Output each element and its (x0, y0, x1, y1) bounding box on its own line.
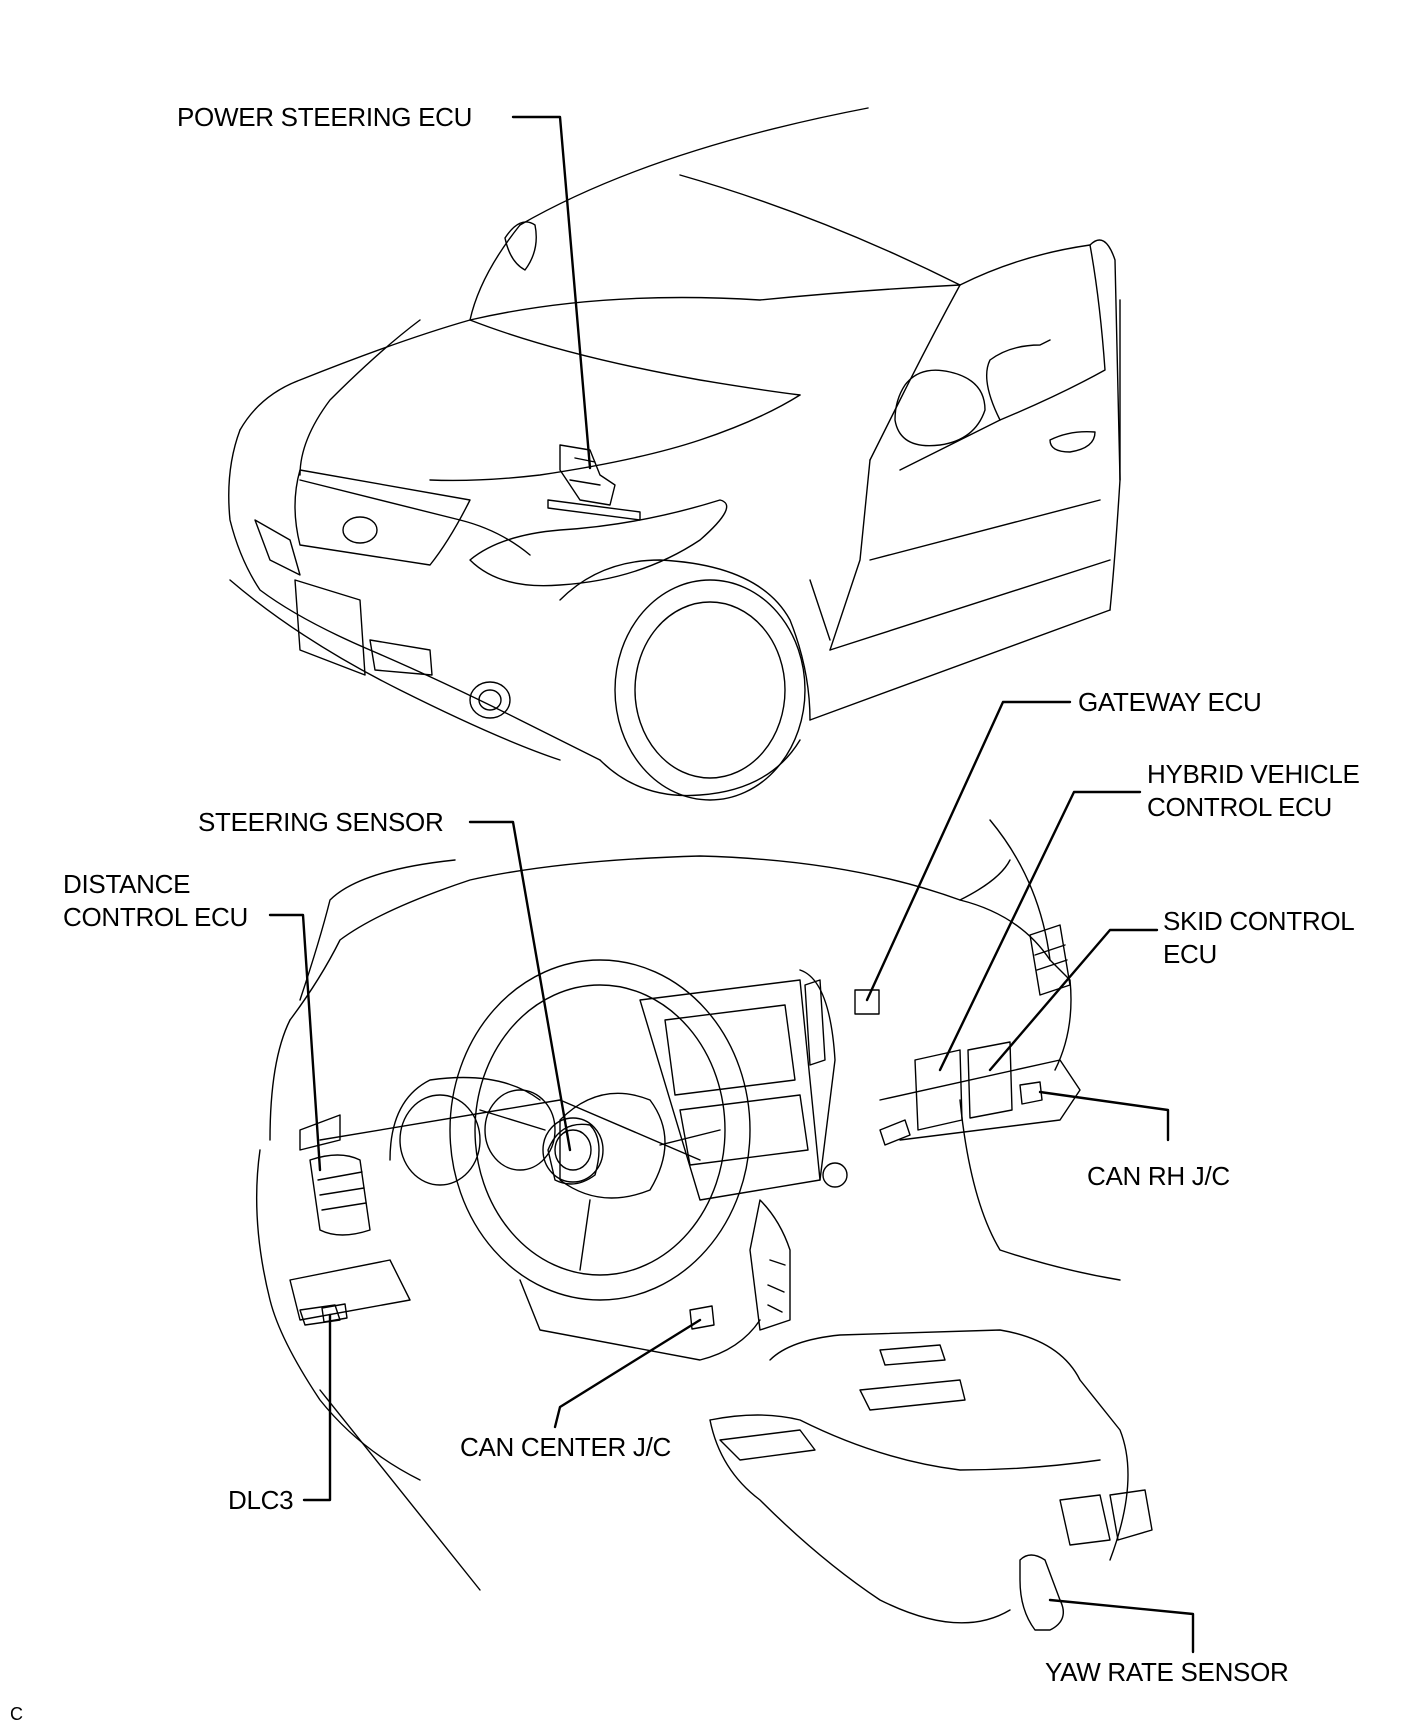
gateway-ecu-part (854, 989, 880, 1015)
label-distance-control-ecu: DISTANCE CONTROL ECU (63, 869, 248, 932)
component-parts (321, 989, 1064, 1631)
skid-control-ecu-leader (988, 928, 1159, 1072)
vehicle-illustration (228, 107, 1121, 801)
label-can-rh-jc: CAN RH J/C (1087, 1161, 1230, 1191)
label-steering-sensor: STEERING SENSOR (198, 807, 444, 837)
label-gateway-ecu: GATEWAY ECU (1078, 687, 1262, 717)
label-dlc3: DLC3 (228, 1485, 294, 1515)
label-hybrid-vehicle-control-ecu: HYBRID VEHICLE CONTROL ECU (1147, 759, 1360, 822)
yaw-rate-sensor-part (1019, 1554, 1064, 1631)
label-yaw-rate-sensor: YAW RATE SENSOR (1045, 1657, 1289, 1687)
can-rh-jc-part (1019, 1081, 1043, 1105)
skid-control-ecu-part (967, 1041, 1013, 1119)
steering-sensor-leader (468, 820, 572, 1152)
figure-mark: C (10, 1704, 23, 1724)
distance-control-ecu-leader (268, 913, 322, 1172)
leader-lines (268, 115, 1195, 1654)
label-power-steering-ecu: POWER STEERING ECU (177, 102, 473, 132)
power-steering-ecu-leader (511, 115, 592, 470)
hybrid-vehicle-control-ecu-leader (938, 790, 1142, 1072)
can-center-jc-part (689, 1305, 715, 1330)
hybrid-vehicle-control-ecu-part (914, 1049, 963, 1131)
yaw-rate-sensor-leader (1048, 1598, 1195, 1654)
can-center-jc-leader (553, 1318, 702, 1429)
can-rh-jc-leader (1038, 1090, 1170, 1142)
dlc3-leader (302, 1313, 332, 1502)
label-can-center-jc: CAN CENTER J/C (460, 1432, 672, 1462)
power-steering-ecu-part (547, 444, 641, 521)
instrument-panel-illustration (255, 819, 1153, 1624)
gateway-ecu-leader (865, 700, 1072, 1002)
label-skid-control-ecu: SKID CONTROL ECU (1163, 906, 1355, 969)
dlc3-part (321, 1303, 348, 1323)
